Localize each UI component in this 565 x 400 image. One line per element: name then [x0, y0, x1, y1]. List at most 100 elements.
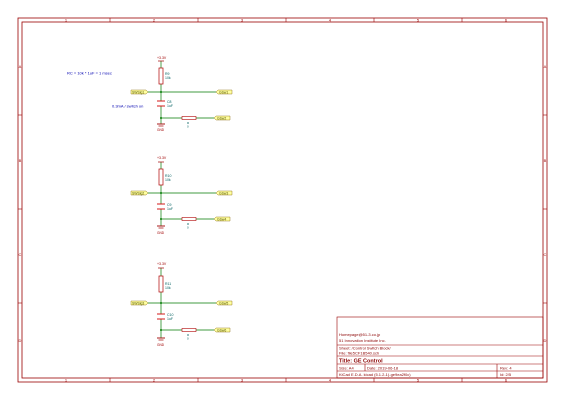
block-3-cap-ref: C10 [167, 313, 173, 317]
block-3-gnd-label: GND [157, 343, 165, 347]
top-zone-1: 1 [65, 18, 68, 23]
block-1-gnd-junction [160, 117, 162, 119]
bottom-zone-6: 6 [505, 378, 508, 383]
bottom-zone-3: 3 [241, 378, 244, 383]
top-zone-numbers: 1 2 3 4 5 6 [65, 18, 508, 23]
block-3-power-label: +3.3V [157, 262, 167, 266]
sheet-id-text: Id: 2/5 [500, 372, 512, 377]
switch-block-3: +3.3V R11 10k SWSig3 C10 1uF GND R 0 GSw… [130, 262, 233, 347]
top-zone-3: 3 [241, 18, 244, 23]
block-3-output-bottom-text: GSw6 [217, 328, 226, 332]
block-3-output-top-text: GSw5 [219, 301, 228, 305]
left-zone-a: A [19, 64, 22, 69]
right-zone-b: B [544, 158, 547, 163]
block-2-output-top: GSw3 [215, 190, 233, 195]
title-block: Homepage@51-3.co.jp 51 Innovation Instit… [336, 316, 544, 379]
left-zone-b: B [19, 158, 22, 163]
block-1-junction [160, 91, 162, 93]
block-1-cap-value: 1uF [167, 104, 173, 108]
block-2-power-label: +3.3V [157, 156, 167, 160]
top-zone-2: 2 [153, 18, 156, 23]
block-3-mini-ref: R [187, 333, 190, 337]
bottom-zone-numbers: 1 2 3 4 5 6 [65, 378, 508, 383]
block-3-resistor-ref: R11 [165, 282, 171, 286]
block-2-input-label-text: SWSig2 [132, 191, 144, 195]
block-2-resistor-value: 10k [165, 178, 171, 182]
block-1-cap-ref: C8 [167, 100, 172, 104]
block-2-mini-ref: R [187, 222, 190, 226]
block-1-mini-ref: R [187, 121, 190, 125]
block-1-output-bottom: GSw2 [213, 115, 231, 120]
block-3-input-label: SWSig3 [130, 300, 149, 305]
block-1-resistor-ref: R9 [165, 72, 170, 76]
block-2-cap-ref: C9 [167, 203, 172, 207]
top-zone-4: 4 [329, 18, 332, 23]
block-2-output-bottom-text: GSw4 [217, 217, 226, 221]
company-text: 51 Innovation Institute Inc. [339, 338, 386, 343]
block-3-mini-value: 0 [187, 337, 189, 341]
block-1-output-bottom-text: GSw2 [217, 116, 226, 120]
block-3-resistor-value: 10k [165, 286, 171, 290]
block-2-capacitor [157, 203, 165, 210]
homepage-text: Homepage@51-3.co.jp [339, 332, 381, 337]
sheet-size-text: Size: A4 [339, 366, 354, 371]
block-2-cap-value: 1uF [167, 207, 173, 211]
block-2-junction [160, 192, 162, 194]
zone-ticks [18, 18, 547, 382]
left-zone-d: D [19, 338, 22, 343]
block-2-input-label: SWSig2 [130, 190, 149, 195]
block-2-gnd-label: GND [157, 231, 165, 235]
block-3-gnd-junction [160, 329, 162, 331]
block-3-capacitor [157, 313, 165, 320]
left-zone-c: C [19, 252, 22, 257]
block-1-mini-resistor [181, 116, 197, 120]
block-2-wires [148, 162, 216, 226]
block-3-junction [160, 302, 162, 304]
date-text: Date: 2019-06-18 [367, 366, 399, 371]
bottom-zone-4: 4 [329, 378, 332, 383]
block-1-input-label-text: SWSig1 [132, 90, 144, 94]
right-zone-c: C [544, 252, 547, 257]
block-3-power: +3.3V [157, 262, 167, 269]
rc-time-note: RC = 10k * 1uF = 1 msec [67, 71, 112, 76]
sheet-frame [17, 17, 548, 383]
top-zone-6: 6 [505, 18, 508, 23]
block-3-mini-resistor [181, 328, 197, 332]
bottom-zone-1: 1 [65, 378, 68, 383]
block-2-resistor [158, 168, 164, 186]
block-1-output-top-text: GSw1 [219, 90, 228, 94]
block-3-ground: GND [157, 337, 165, 347]
current-note: 0.3mA / switch on [112, 104, 143, 109]
block-1-resistor-value: 10k [165, 76, 171, 80]
drawing-title: Title: GE Control [339, 359, 383, 365]
top-zone-5: 5 [417, 18, 420, 23]
left-zone-letters: A B C D [19, 64, 22, 343]
block-2-gnd-junction [160, 218, 162, 220]
block-1-ground: GND [157, 123, 165, 132]
block-3-cap-value: 1uF [167, 317, 173, 321]
block-1-power: +3.3V [157, 56, 167, 62]
right-zone-letters: A B C D [544, 64, 547, 343]
file-name-text: File: file5CF1B540.sch [339, 351, 379, 356]
block-2-ground: GND [157, 225, 165, 235]
right-zone-a: A [544, 64, 547, 69]
block-1-resistor [158, 67, 164, 85]
block-2-output-top-text: GSw3 [219, 191, 228, 195]
block-2-mini-value: 0 [187, 226, 189, 230]
kicad-version-text: KiCad E.D.A. kicad (5.1.2-1)-ge9ea2f0c) [339, 372, 411, 377]
block-3-output-top: GSw5 [215, 300, 233, 305]
block-2-output-bottom: GSw4 [213, 216, 231, 221]
block-3-wires [148, 268, 216, 338]
bottom-zone-5: 5 [417, 378, 420, 383]
switch-block-2: +3.3V R10 10k SWSig2 C9 1uF GND R 0 GSw3 [130, 156, 233, 235]
sheet-path-text: Sheet: /Control Switch Block/ [339, 346, 391, 351]
block-1-capacitor [157, 100, 165, 107]
block-1-output-top: GSw1 [215, 89, 233, 94]
block-1-power-label: +3.3V [157, 56, 167, 60]
bottom-zone-2: 2 [153, 378, 156, 383]
block-1-mini-value: 0 [187, 125, 189, 129]
block-2-power: +3.3V [157, 156, 167, 163]
revision-text: Rev: 4 [500, 366, 512, 371]
right-zone-d: D [544, 338, 547, 343]
block-3-output-bottom: GSw6 [213, 327, 231, 332]
